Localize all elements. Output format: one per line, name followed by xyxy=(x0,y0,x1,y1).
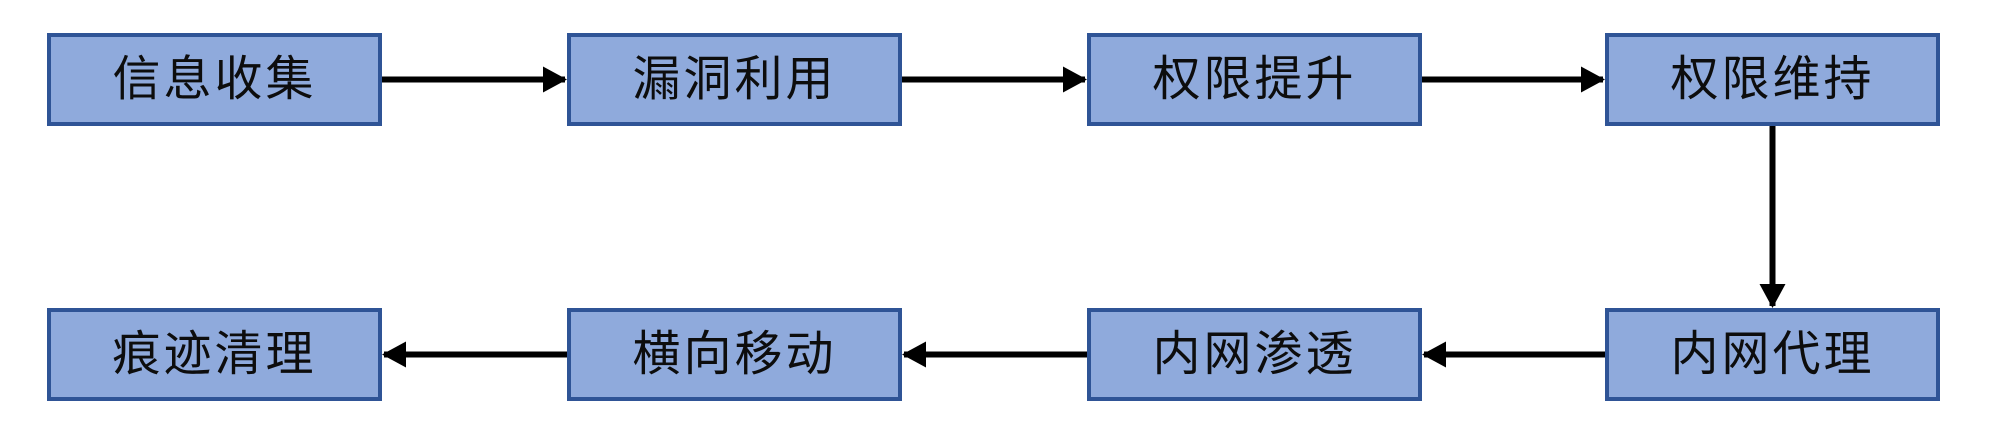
flow-node-privilege-persistence: 权限维持 xyxy=(1605,33,1940,126)
flow-node-label: 权限维持 xyxy=(1670,52,1875,106)
flow-node-label: 内网渗透 xyxy=(1152,327,1357,381)
flow-node-trace-cleanup: 痕迹清理 xyxy=(47,308,382,401)
flow-node-label: 横向移动 xyxy=(632,327,837,381)
flow-node-intranet-penetration: 内网渗透 xyxy=(1087,308,1422,401)
flow-node-intranet-proxy: 内网代理 xyxy=(1605,308,1940,401)
flow-node-label: 漏洞利用 xyxy=(632,52,837,106)
flow-node-label: 内网代理 xyxy=(1670,327,1875,381)
flow-node-info-gathering: 信息收集 xyxy=(47,33,382,126)
flow-node-vuln-exploitation: 漏洞利用 xyxy=(567,33,902,126)
flow-node-label: 信息收集 xyxy=(112,52,317,106)
flow-node-label: 痕迹清理 xyxy=(112,327,317,381)
flow-node-label: 权限提升 xyxy=(1152,52,1357,106)
flow-node-privilege-escalation: 权限提升 xyxy=(1087,33,1422,126)
flow-node-lateral-movement: 横向移动 xyxy=(567,308,902,401)
